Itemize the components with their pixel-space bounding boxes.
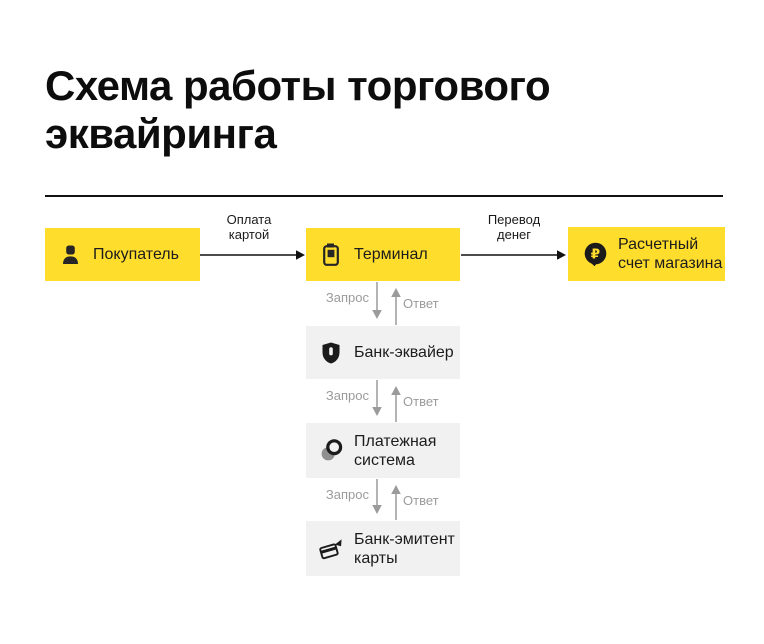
arrow-money-transfer bbox=[461, 250, 566, 260]
arrow-card-payment bbox=[200, 250, 305, 260]
node-merchant-account-label: Расчетный счет магазина bbox=[618, 236, 723, 272]
edge-label-card-payment: Оплата картой bbox=[226, 212, 272, 242]
svg-text:₽: ₽ bbox=[590, 246, 599, 261]
bank-card-icon bbox=[319, 538, 343, 560]
request-label-1: Запрос bbox=[325, 290, 369, 305]
node-terminal: Терминал bbox=[306, 228, 460, 281]
node-buyer-label: Покупатель bbox=[93, 246, 179, 263]
node-issuer-bank: Банк-эмитент карты bbox=[306, 521, 460, 576]
arrow-request-1 bbox=[372, 282, 382, 319]
node-acquirer-bank: Банк-эквайер bbox=[306, 326, 460, 379]
node-buyer: Покупатель bbox=[45, 228, 200, 281]
request-label-3: Запрос bbox=[325, 487, 369, 502]
pos-terminal-icon bbox=[319, 243, 343, 266]
node-acquirer-bank-label: Банк-эквайер bbox=[354, 344, 454, 361]
node-merchant-account: ₽ Расчетный счет магазина bbox=[568, 227, 725, 281]
person-icon bbox=[58, 244, 82, 265]
arrow-response-3 bbox=[391, 485, 401, 520]
arrow-response-1 bbox=[391, 288, 401, 325]
response-label-3: Ответ bbox=[403, 493, 439, 508]
response-label-2: Ответ bbox=[403, 394, 439, 409]
edge-label-money-transfer: Перевод денег bbox=[487, 212, 541, 242]
node-payment-system: Платежная система bbox=[306, 423, 460, 478]
node-issuer-bank-label: Банк-эмитент карты bbox=[354, 530, 455, 567]
request-label-2: Запрос bbox=[325, 388, 369, 403]
arrow-request-3 bbox=[372, 479, 382, 514]
node-terminal-label: Терминал bbox=[354, 246, 428, 263]
page-title: Схема работы торгового эквайринга bbox=[45, 62, 551, 157]
arrow-request-2 bbox=[372, 380, 382, 416]
arrow-response-2 bbox=[391, 386, 401, 422]
ruble-pin-icon: ₽ bbox=[583, 242, 607, 267]
title-divider bbox=[45, 195, 723, 197]
shield-icon bbox=[319, 342, 343, 364]
response-label-1: Ответ bbox=[403, 296, 439, 311]
node-payment-system-label: Платежная система bbox=[354, 432, 437, 469]
payment-system-icon bbox=[319, 439, 343, 462]
